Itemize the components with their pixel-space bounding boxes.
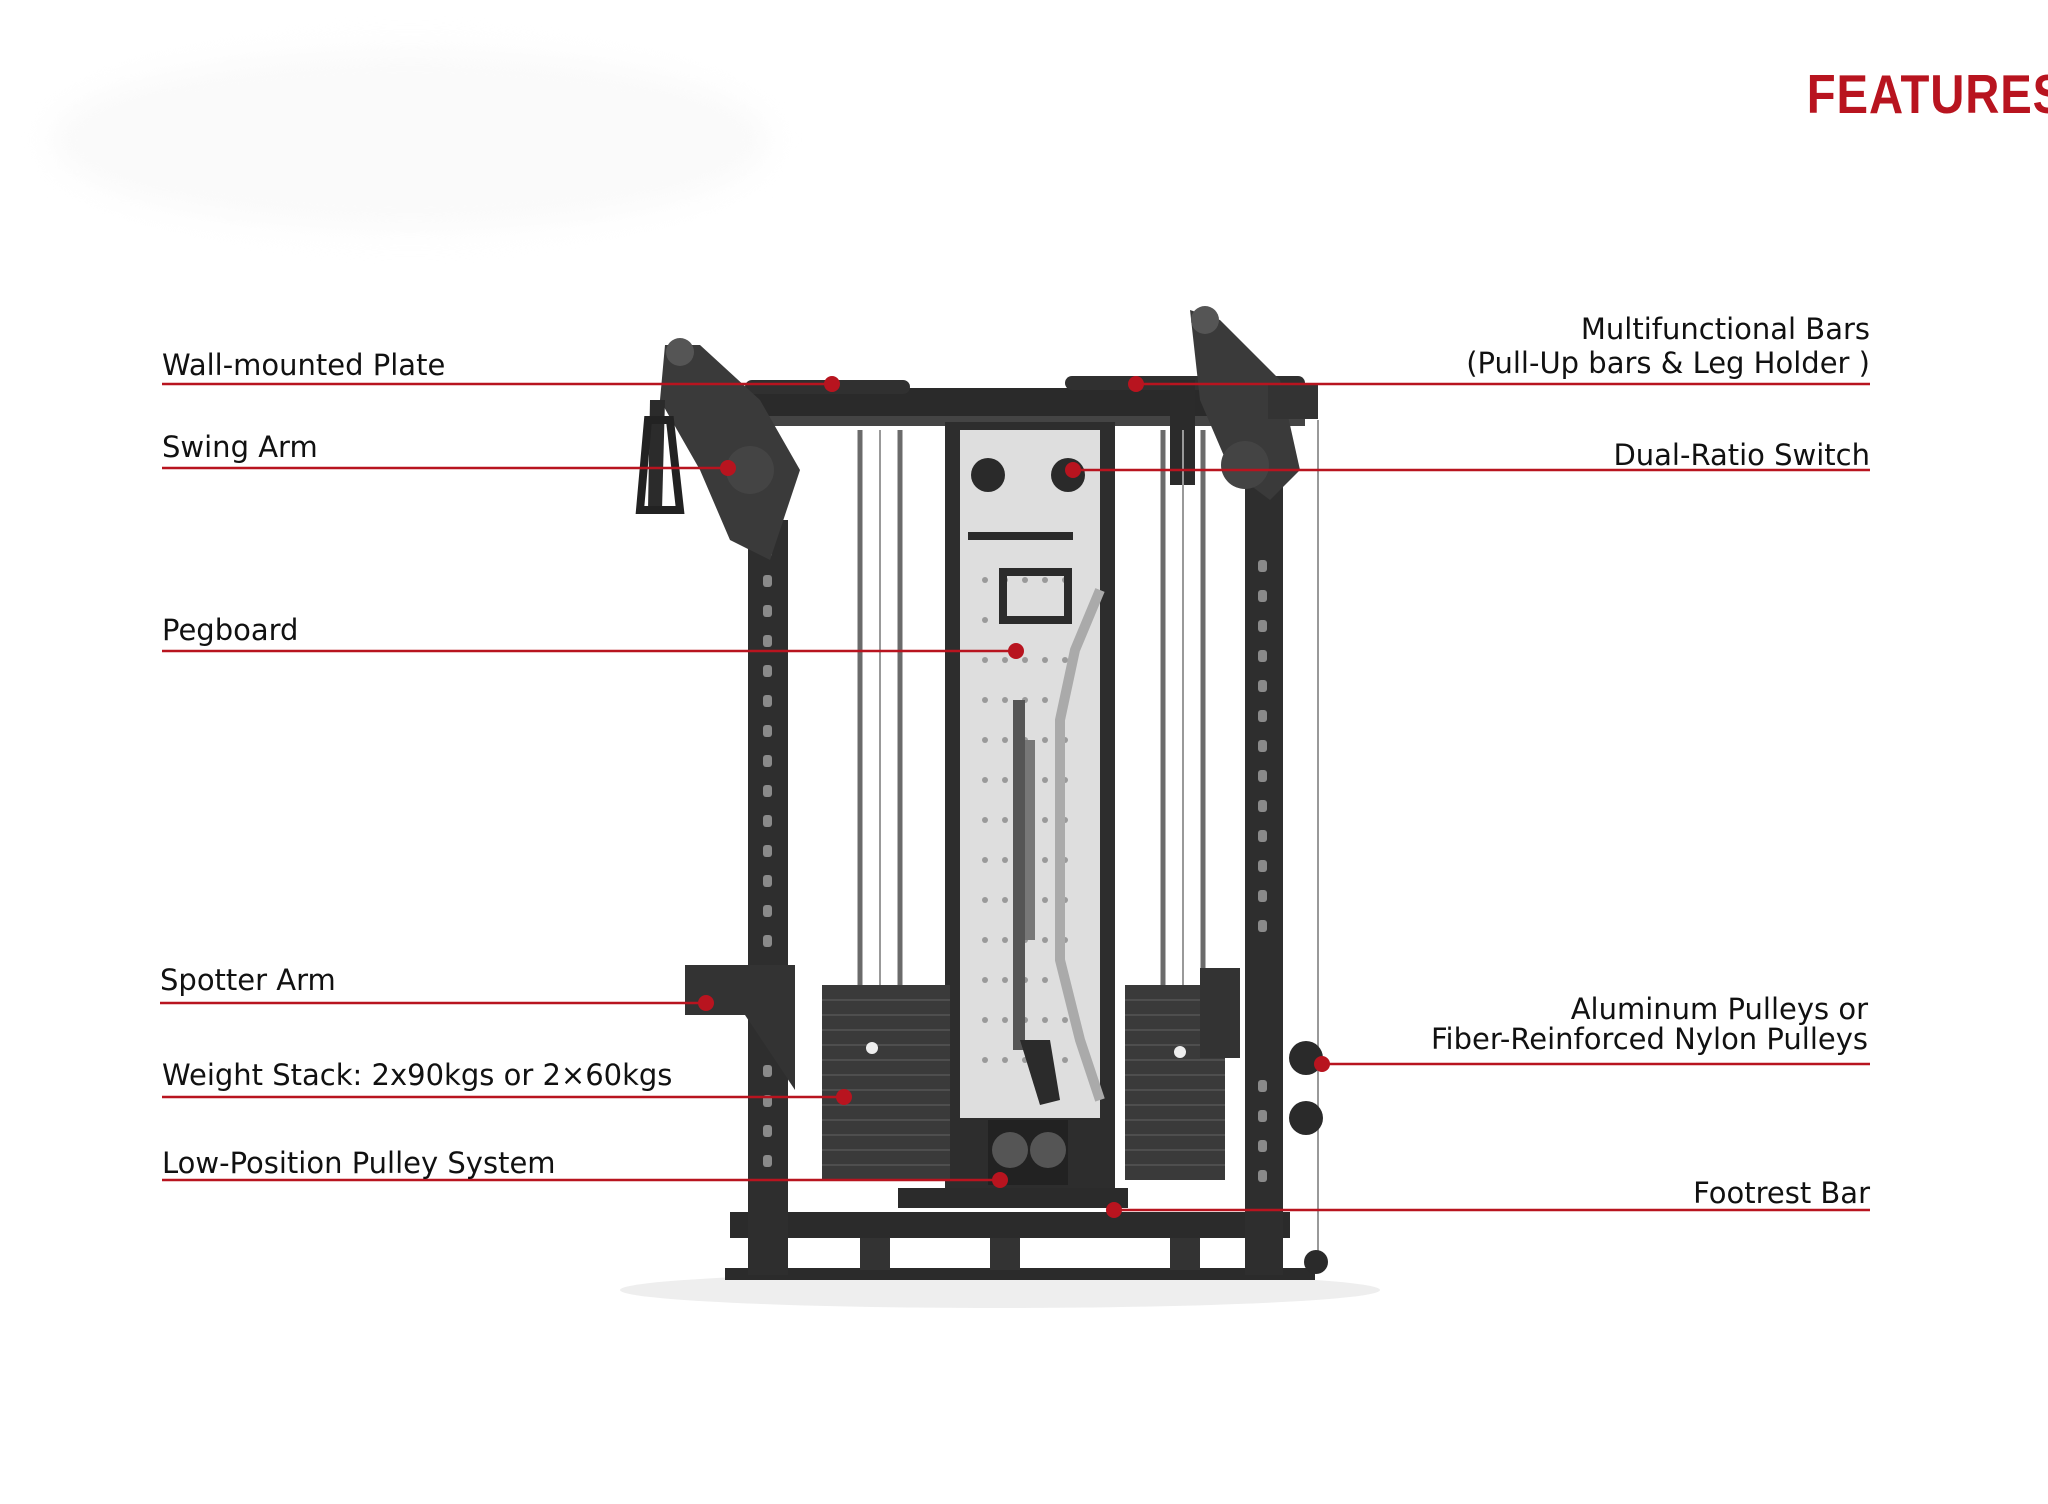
label-spotter-arm: Spotter Arm: [160, 963, 336, 997]
right-swing-arm: [1190, 310, 1300, 500]
dot-low-pulley: [992, 1172, 1008, 1188]
background-blur: [50, 50, 770, 230]
right-upright: [1245, 410, 1283, 1275]
dot-dual-ratio: [1065, 462, 1081, 478]
footrest-bar-graphic: [898, 1188, 1128, 1208]
label-dual-ratio-switch: Dual-Ratio Switch: [1613, 438, 1870, 472]
label-aluminum-pulleys: Aluminum Pulleys or: [1570, 992, 1868, 1026]
ratio-dial-left: [971, 458, 1005, 492]
handle: [635, 416, 685, 514]
label-multifunctional-bars-detail: (Pull-Up bars & Leg Holder ): [1466, 346, 1870, 380]
dot-multi-bars: [1128, 376, 1144, 392]
label-weight-stack: Weight Stack: 2x90kgs or 2×60kgs: [162, 1058, 673, 1092]
label-nylon-pulleys: Fiber-Reinforced Nylon Pulleys: [1430, 1022, 1868, 1056]
label-footrest-bar: Footrest Bar: [1693, 1176, 1870, 1210]
label-pegboard: Pegboard: [162, 613, 299, 647]
dot-wall-plate: [824, 376, 840, 392]
label-swing-arm: Swing Arm: [162, 430, 318, 464]
label-low-position-pulley: Low-Position Pulley System: [162, 1146, 556, 1180]
label-wall-mounted-plate: Wall-mounted Plate: [162, 348, 446, 382]
dot-pulleys: [1314, 1056, 1330, 1072]
dot-footrest: [1106, 1202, 1122, 1218]
dot-spotter-arm: [698, 995, 714, 1011]
dot-pegboard: [1008, 643, 1024, 659]
dot-swing-arm: [720, 460, 736, 476]
left-weight-stack: [822, 985, 950, 1180]
dot-weight-stack: [836, 1089, 852, 1105]
left-swing-arm: [660, 345, 800, 560]
base-frame: [730, 1212, 1290, 1238]
label-multifunctional-bars: Multifunctional Bars: [1580, 312, 1870, 346]
